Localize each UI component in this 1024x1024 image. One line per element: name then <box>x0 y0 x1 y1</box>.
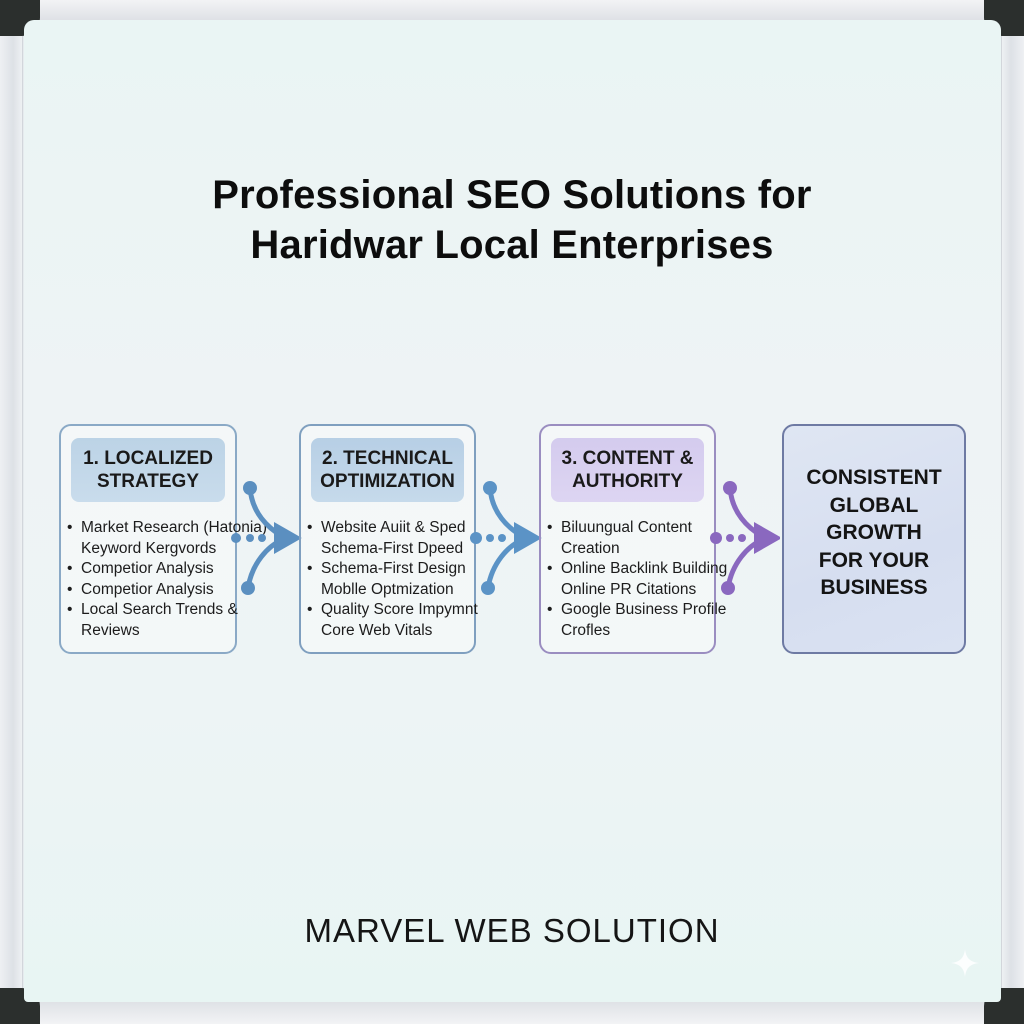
step-heading-line: AUTHORITY <box>572 471 683 492</box>
step-item: Schema-First Design <box>307 559 474 580</box>
whiteboard-frame-right <box>1001 34 1024 990</box>
step-card-content-authority: 3. CONTENT & AUTHORITY Biluungual Conten… <box>539 424 727 654</box>
step-heading: 3. CONTENT & AUTHORITY <box>551 438 704 502</box>
goal-text: CONSISTENT GLOBAL GROWTH FOR YOUR BUSINE… <box>784 464 964 602</box>
goal-card: CONSISTENT GLOBAL GROWTH FOR YOUR BUSINE… <box>782 424 966 654</box>
step-item: Market Research (Hatonia) <box>67 518 267 539</box>
step-item: Keyword Kergvords <box>81 539 217 557</box>
step-item: Biluungual Content <box>547 518 714 539</box>
goal-line: BUSINESS <box>820 576 928 599</box>
merge-arrow-icon <box>470 481 542 595</box>
goal-line: GROWTH <box>826 521 922 544</box>
goal-line: FOR YOUR <box>818 548 930 572</box>
title-line-2: Haridwar Local Enterprises <box>250 223 774 267</box>
step-item-list: Biluungual ContentCreationOnline Backlin… <box>547 518 727 641</box>
step-card-technical-optimization: 2. TECHNICAL OPTIMIZATION Website Auiit … <box>299 424 478 654</box>
merge-arrow-icon <box>231 481 302 595</box>
step-item: Website Auiit & Sped <box>307 518 474 539</box>
brand-footer: MARVEL WEB SOLUTION <box>304 912 720 949</box>
step-item: Google Business Profile <box>547 600 726 621</box>
step-item: Competior Analysis <box>67 559 235 580</box>
whiteboard-frame-bottom <box>40 1001 984 1024</box>
step-item: Online PR Citations <box>561 580 697 598</box>
whiteboard-frame-top <box>40 0 984 21</box>
step-heading-line: 1. LOCALIZED <box>83 448 213 469</box>
step-item: Core Web Vitals <box>321 621 433 639</box>
step-heading: 2. TECHNICAL OPTIMIZATION <box>311 438 464 502</box>
whiteboard-frame-left <box>0 34 23 990</box>
step-item: Schema-First Dpeed <box>321 539 464 557</box>
step-item-list: Market Research (Hatonia)Keyword Kergvor… <box>67 518 267 641</box>
goal-line: GLOBAL <box>829 493 919 517</box>
sparkle-icon <box>951 949 979 977</box>
step-item: Reviews <box>81 621 140 639</box>
step-item: Quality Score Impymnt <box>307 600 478 621</box>
step-item: Crofles <box>561 621 611 639</box>
step-heading-line: 3. CONTENT & <box>561 448 694 469</box>
step-heading-line: STRATEGY <box>96 471 200 492</box>
step-item: Online Backlink Building <box>547 559 727 580</box>
page-title: Professional SEO Solutions for Haridwar … <box>0 170 1024 270</box>
step-item: Creation <box>561 539 620 557</box>
goal-line: CONSISTENT <box>806 466 942 489</box>
step-item: Moblle Optmization <box>321 580 454 598</box>
step-heading-line: 2. TECHNICAL <box>322 448 453 469</box>
merge-arrow-icon <box>710 481 780 595</box>
step-heading-line: OPTIMIZATION <box>320 471 455 492</box>
step-card-localized-strategy: 1. LOCALIZED STRATEGY Market Research (H… <box>59 424 267 654</box>
title-line-1: Professional SEO Solutions for <box>212 173 812 217</box>
step-heading: 1. LOCALIZED STRATEGY <box>71 438 225 502</box>
step-item: Competior Analysis <box>67 580 235 601</box>
step-item: Local Search Trends & <box>67 600 238 621</box>
